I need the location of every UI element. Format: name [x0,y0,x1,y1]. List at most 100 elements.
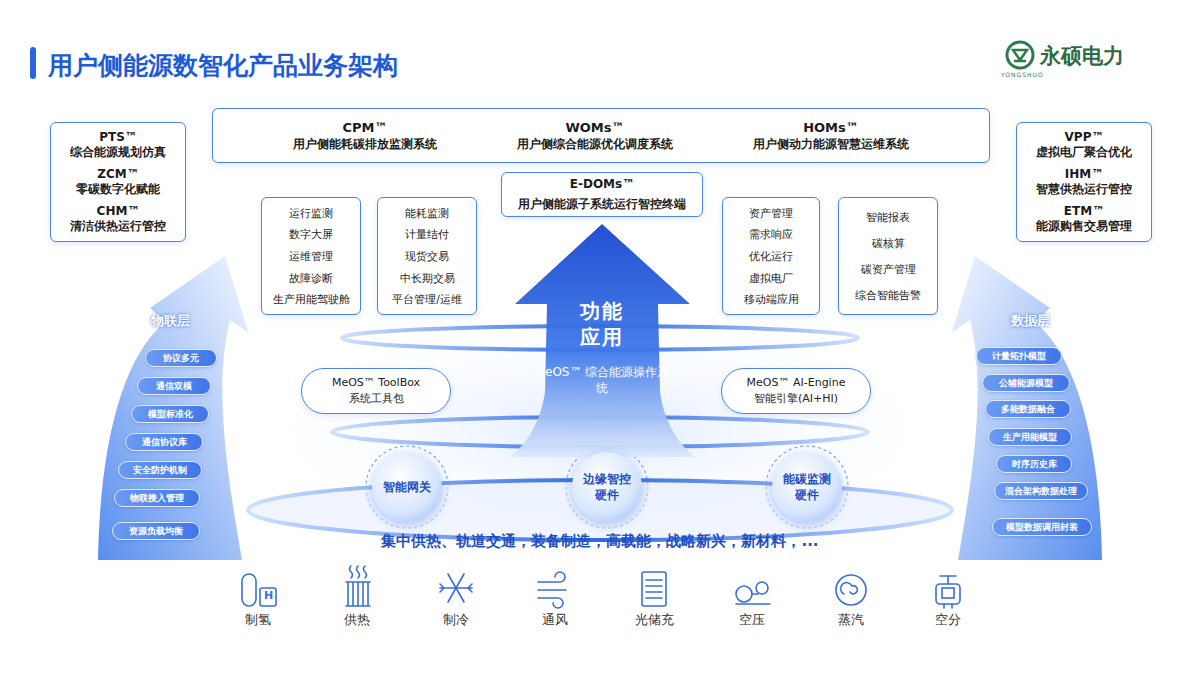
node-text: 用户侧能源子系统运行智控终端 [518,197,686,212]
node-text: 生产用能驾驶舱 [273,292,350,306]
icon-label: 空分 [918,611,978,629]
text-group: CHM™清洁供热运行管控 [70,204,166,234]
text-group: HOMs™用户侧动力能源智慧运维系统 [753,119,909,153]
node-text: CPM™ [342,119,387,136]
node-text: 模型数据调用封装 [1006,521,1078,534]
node-text: 计量结付 [405,227,449,241]
core-arrow: 功能 应用 MeOS™ 综合能源操作系统 [510,222,695,457]
node-text: 能源购售交易管理 [1036,219,1132,234]
node-text: 公辅能源模型 [999,377,1053,390]
node-text: 需求响应 [749,227,793,241]
node-text: 系统工具包 [349,391,404,407]
layer-item: 通信协议库 [125,433,203,451]
node-text: 碳核算 [872,236,905,250]
engine-box: MeOS™ AI-Engine智能引擎(AI+HI) [721,368,871,414]
layer-item: 生产用能模型 [988,428,1072,446]
node-text: 能碳监测 硬件 [781,471,833,503]
page-title: 用户侧能源数智化产品业务架构 [48,49,398,82]
node-text: VPP™ [1065,130,1104,145]
node-text: 虚拟电厂聚合优化 [1036,145,1132,160]
industry-icons [242,566,960,608]
node-text: 生产用能模型 [1003,431,1057,444]
engine-box: MeOS™ ToolBox系统工具包 [301,368,451,414]
node-text: 能耗监测 [405,206,449,220]
node-text: 时序历史库 [1012,458,1057,471]
text-group: ETM™能源购售交易管理 [1036,204,1132,234]
text-group: VPP™虚拟电厂聚合优化 [1036,130,1132,160]
node-text: MeOS™ ToolBox [332,375,420,391]
node-text: 通信协议库 [142,436,187,449]
node-text: 边缘智控 硬件 [581,471,633,503]
node-text: 混合架构数据处理 [1005,485,1077,498]
node-text: 优化运行 [749,249,793,263]
icon-label: 光储充 [624,611,684,629]
node-text: MeOS™ AI-Engine [747,375,846,391]
brand-name: 永硕电力 [1040,42,1124,70]
node-text: 用户侧综合能源优化调度系统 [517,136,673,153]
product-box: VPP™虚拟电厂聚合优化 IHM™智慧供热运行管控 ETM™能源购售交易管理 [1016,122,1152,242]
node-text: 智慧供热运行管控 [1036,182,1132,197]
layer-item: 物联接入管理 [114,489,200,507]
icon-label: 制氢 [228,611,288,629]
title-bar [30,47,36,79]
node-text: 智能报表 [866,210,910,224]
node-text: HOMs™ [803,119,859,136]
function-list: 资产管理需求响应优化运行虚拟电厂移动端应用 [722,197,820,315]
function-list: 智能报表碳核算碳资产管理综合智能告警 [838,197,938,315]
node-text: IHM™ [1065,167,1103,182]
node-text: 智能引擎(AI+HI) [754,391,838,407]
node-text: 平台管理/运维 [392,292,462,306]
text-group: CPM™用户侧能耗碳排放监测系统 [293,119,437,153]
layer-item: 计量拓扑模型 [976,347,1062,365]
node-text: 数据层 [995,312,1065,330]
node-text: 综合能源规划仿真 [70,145,166,160]
layer-item: 通信双模 [137,377,211,395]
layer-item: 安全防护机制 [118,461,202,479]
product-box: PTS™综合能源规划仿真ZCM™零碳数字化赋能CHM™清洁供热运行管控 [50,122,186,242]
function-list: 能耗监测计量结付现货交易中长期交易平台管理/运维 [377,197,477,315]
node-text: 物联层 [135,312,205,330]
text-group: PTS™综合能源规划仿真 [70,130,166,160]
icon-label: 蒸汽 [821,611,881,629]
node-text: 清洁供热运行管控 [70,219,166,234]
node-text: 模型标准化 [148,408,193,421]
terminal-box: E-DOMs™ 用户侧能源子系统运行智控终端 [501,172,703,217]
node-text: 综合智能告警 [855,288,921,302]
node-text: MeOS™ 综合能源操作系统 [532,364,672,396]
icon-label: 空压 [722,611,782,629]
node-text: 运维管理 [289,249,333,263]
icon-letter: H [264,589,273,602]
icon-label: 供热 [327,611,387,629]
layer-item: 公辅能源模型 [982,374,1070,392]
function-list: 运行监测数字大屏运维管理故障诊断生产用能驾驶舱 [261,197,361,315]
node-text: 安全防护机制 [133,464,187,477]
icon-label: 制冷 [426,611,486,629]
layer-item: 模型数据调用封装 [992,518,1092,536]
hardware-circle: 智能网关 [372,452,442,522]
node-text: PTS™ [99,130,137,145]
node-text: ETM™ [1064,204,1104,219]
hardware-circle: 边缘智控 硬件 [572,452,642,522]
hardware-circle: 能碳监测 硬件 [772,452,842,522]
node-text: 通信双模 [156,380,192,393]
node-text: CHM™ [97,204,140,219]
node-text: 物联接入管理 [130,492,184,505]
node-text: E-DOMs™ [570,177,634,192]
layer-item: 模型标准化 [131,405,209,423]
node-text: 数字大屏 [289,227,333,241]
node-text: 功能 应用 [572,298,632,350]
layer-item: 协议多元 [145,349,217,367]
node-text: 用户侧动力能源智慧运维系统 [753,136,909,153]
node-text: 中长期交易 [400,271,455,285]
node-text: 计量拓扑模型 [992,350,1046,363]
node-text: 资源负载均衡 [129,525,183,538]
text-group: WOMs™用户侧综合能源优化调度系统 [517,119,673,153]
layer-arrow: 物联层协议多元通信双模模型标准化通信协议库安全防护机制物联接入管理资源负载均衡 [90,250,250,560]
icon-label: 通风 [525,611,585,629]
node-text: 故障诊断 [289,271,333,285]
node-text: 用户侧能耗碳排放监测系统 [293,136,437,153]
node-text: ZCM™ [97,167,138,182]
layer-item: 时序历史库 [996,455,1072,473]
node-text: 集中供热、轨道交通，装备制造，高载能，战略新兴，新材料，... [240,532,960,551]
brand-tag: YONGSHUO [1001,71,1044,78]
